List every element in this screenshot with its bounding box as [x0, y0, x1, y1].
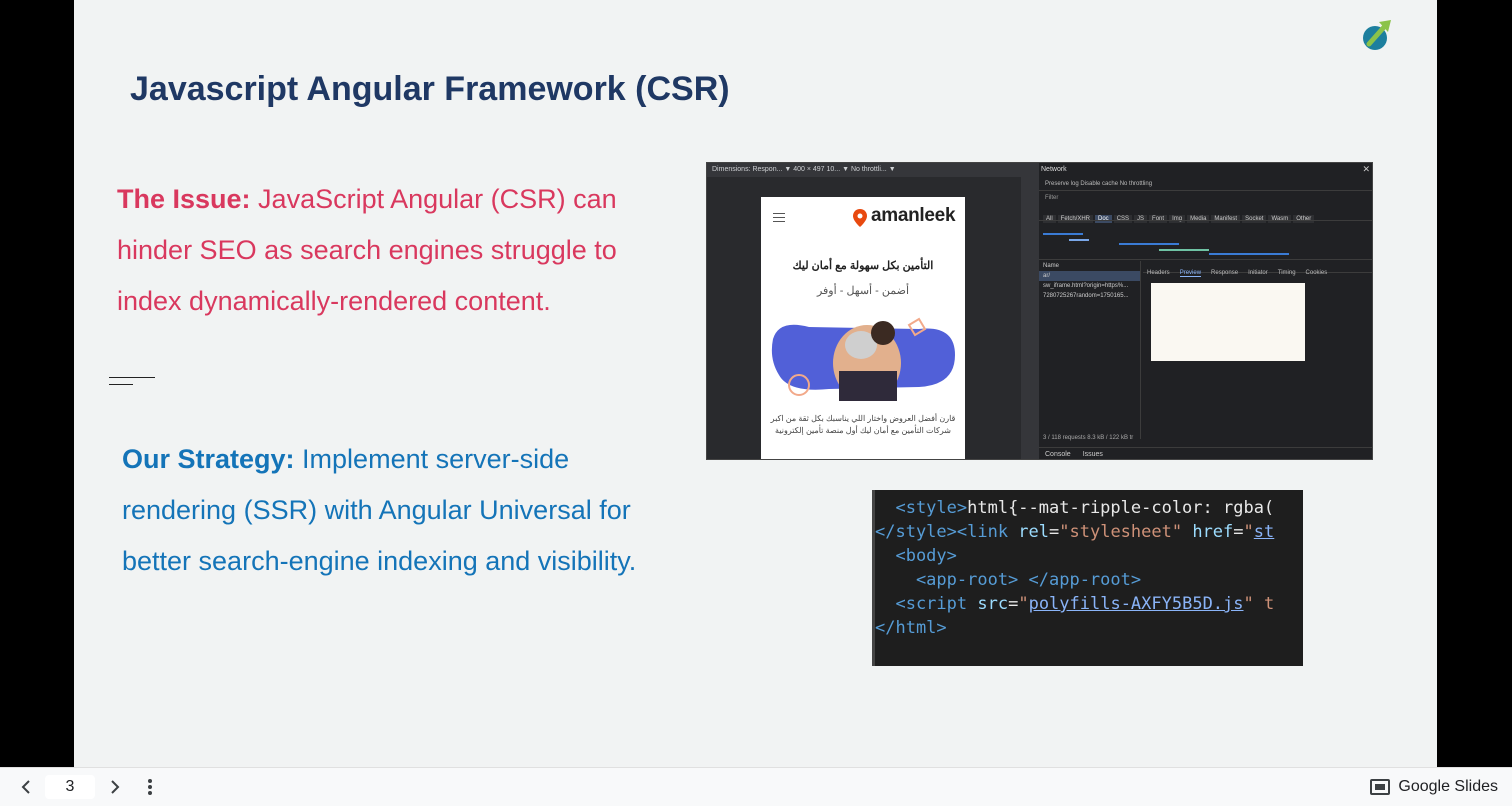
slide-number-field[interactable]: 3: [45, 775, 95, 799]
google-slides-link[interactable]: Google Slides: [1370, 778, 1498, 796]
request-row: 7280725267random=1750165...: [1043, 293, 1129, 299]
code-line-6: </html>: [875, 618, 947, 638]
presenter-toolbar: 3 Google Slides: [0, 767, 1512, 806]
code-line-4: <app-root> </app-root>: [875, 570, 1142, 590]
tab-issues: Issues: [1082, 451, 1103, 458]
network-status: 3 / 118 requests 8.3 kB / 122 kB tr: [1043, 435, 1134, 441]
chevron-left-icon: [21, 780, 30, 794]
chip-other: Other: [1293, 215, 1315, 223]
code-line-2: </style><link rel="stylesheet" href="st: [875, 522, 1275, 542]
network-title: Network: [1041, 166, 1067, 173]
request-list: Name ar/ sw_iframe.html?origin=https%...…: [1039, 261, 1141, 439]
drawer-tabs: Console Issues: [1039, 447, 1372, 459]
issue-text: JavaScript Angular (CSR) can hinder SEO …: [117, 184, 617, 316]
chip-doc: Doc: [1095, 215, 1112, 223]
tab-headers: Headers: [1147, 270, 1170, 276]
request-list-header: Name: [1043, 263, 1060, 269]
strategy-label: Our Strategy:: [122, 444, 295, 474]
strategy-text: Implement server-side rendering (SSR) wi…: [122, 444, 637, 576]
tab-preview: Preview: [1179, 270, 1202, 277]
close-icon: ✕: [1362, 164, 1370, 174]
tab-initiator: Initiator: [1248, 270, 1268, 276]
devtools-screenshot: Dimensions: Respon... ▼ 400 × 497 10... …: [706, 162, 1373, 460]
hero-illustration-icon: [771, 317, 955, 401]
chip-js: JS: [1134, 215, 1148, 223]
device-toolbar: Dimensions: Respon... ▼ 400 × 497 10... …: [707, 163, 1021, 177]
next-slide-button[interactable]: [104, 776, 126, 798]
mobile-preview: amanleek التأمين بكل سهولة مع أمان ليك أ…: [761, 197, 965, 459]
phone-heading: التأمين بكل سهولة مع أمان ليك: [792, 260, 934, 272]
network-panel: Network ✕ Preserve log Disable cache No …: [1039, 163, 1372, 459]
divider-lines: [109, 377, 155, 389]
response-preview: [1151, 283, 1305, 361]
request-row: ar/: [1039, 271, 1140, 281]
chip-all: All: [1043, 215, 1056, 223]
chip-wasm: Wasm: [1268, 215, 1292, 223]
code-line-5: <script src="polyfills-AXFY5B5D.js" t: [875, 594, 1275, 614]
code-screenshot: <style>html{--mat-ripple-color: rgba( </…: [872, 490, 1303, 666]
issue-label: The Issue:: [117, 184, 251, 214]
phone-brand-name: amanleek: [871, 205, 956, 226]
code-line-1: <style>html{--mat-ripple-color: rgba(: [875, 498, 1275, 518]
phone-paragraph: قارن أفضل العروض واختار اللي يناسبك بكل …: [770, 414, 956, 435]
company-logo-icon: [1363, 20, 1391, 50]
map-pin-icon: [853, 209, 867, 227]
devtools-sidebar: [1021, 163, 1039, 459]
hamburger-menu-icon: [773, 213, 785, 225]
network-waterfall: [1039, 220, 1372, 260]
slide-title: Javascript Angular Framework (CSR): [130, 70, 730, 108]
tab-timing: Timing: [1277, 270, 1296, 276]
tab-cookies: Cookies: [1305, 270, 1328, 276]
tab-response: Response: [1211, 270, 1239, 276]
more-vert-icon: [148, 779, 152, 795]
more-options-button[interactable]: [139, 776, 161, 798]
network-filter: Filter: [1045, 195, 1059, 201]
issue-paragraph: The Issue: JavaScript Angular (CSR) can …: [117, 174, 677, 327]
chip-css: CSS: [1113, 215, 1133, 223]
code-line-3: <body>: [875, 546, 957, 566]
strategy-paragraph: Our Strategy: Implement server-side rend…: [122, 434, 682, 587]
chip-fetch: Fetch/XHR: [1057, 215, 1094, 223]
tab-console: Console: [1045, 451, 1071, 458]
slide-canvas: Javascript Angular Framework (CSR) The I…: [74, 0, 1437, 767]
previous-slide-button[interactable]: [15, 776, 37, 798]
detail-tabs: Headers Preview Response Initiator Timing Coo…: [1143, 261, 1372, 277]
slides-icon: [1370, 779, 1391, 795]
phone-subheading: أضمن - أسهل - أوفر: [816, 285, 910, 297]
chip-socket: Socket: [1242, 215, 1267, 223]
request-row: sw_iframe.html?origin=https%...: [1043, 283, 1129, 289]
chip-img: Img: [1169, 215, 1186, 223]
brand-label: Google Slides: [1398, 778, 1498, 795]
chevron-right-icon: [111, 780, 120, 794]
chip-media: Media: [1187, 215, 1210, 223]
chip-manifest: Manifest: [1211, 215, 1241, 223]
chip-font: Font: [1149, 215, 1168, 223]
network-toolbar: Preserve log Disable cache No throttling: [1039, 179, 1372, 191]
